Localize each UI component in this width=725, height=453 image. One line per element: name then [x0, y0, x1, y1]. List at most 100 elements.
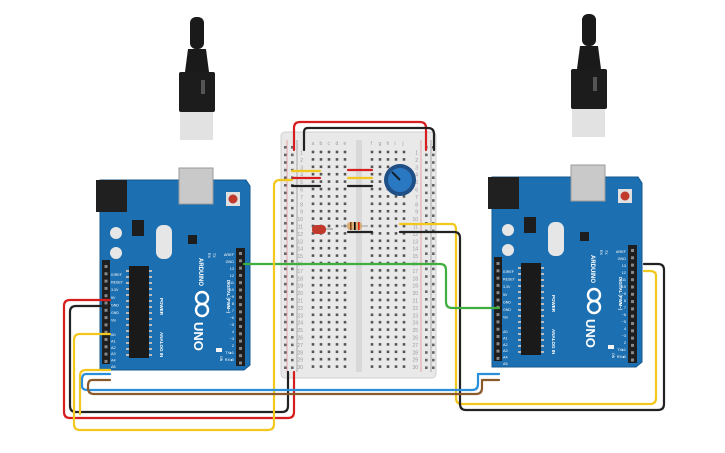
breadboard-hole — [402, 158, 406, 161]
digital-pin-label: AREF — [224, 253, 235, 257]
digital-pin-label: ~11 — [228, 281, 234, 285]
digital-pin-label: AREF — [616, 250, 627, 254]
digital-pin-label: ~3 — [230, 337, 234, 341]
rail-hole — [432, 336, 435, 339]
rx-label: RX — [599, 250, 603, 256]
breadboard-hole — [378, 150, 382, 154]
breadboard-hole — [319, 254, 323, 257]
breadboard-hole — [327, 335, 331, 339]
rail-hole — [432, 366, 435, 369]
chip-leg — [541, 333, 544, 335]
rail-hole — [284, 260, 287, 263]
breadboard-hole — [327, 165, 331, 169]
board-group: IOREFRESET3.3V5VGNDGNDVinA0A1A2A3A4A5ARE… — [96, 17, 251, 371]
chip-leg — [518, 345, 521, 347]
row-number: 24 — [297, 321, 303, 327]
breadboard-hole — [370, 298, 374, 302]
breadboard-hole — [378, 209, 382, 213]
brand-label: ARDUINO — [589, 255, 595, 283]
breadboard-hole — [319, 350, 323, 354]
rail-hole — [425, 214, 428, 217]
wire — [68, 304, 290, 414]
rail-hole — [432, 267, 435, 271]
breadboard-hole — [319, 328, 323, 331]
chip-leg — [149, 288, 152, 290]
breadboard-hole — [370, 187, 374, 191]
breadboard-hole — [327, 291, 331, 294]
wire — [398, 222, 658, 406]
breadboard-hole — [394, 306, 398, 309]
breadboard-center-channel — [356, 140, 362, 372]
row-number: 8 — [300, 202, 303, 208]
breadboard-hole — [327, 246, 331, 250]
rail-hole — [291, 191, 294, 195]
on-led — [216, 348, 222, 352]
header-pin — [496, 283, 500, 287]
power-pin-label: IOREF — [503, 270, 515, 274]
digital-pin-label: ~5 — [230, 323, 234, 327]
breadboard-hole — [311, 239, 315, 243]
breadboard-hole — [311, 232, 315, 235]
breadboard-hole — [370, 239, 374, 243]
header-pin — [496, 276, 500, 280]
tx-label: TX — [604, 250, 608, 255]
breadboard-hole — [343, 350, 347, 354]
breadboard-hole — [386, 291, 390, 294]
chip-leg — [126, 294, 129, 296]
header-pin — [104, 272, 108, 276]
chip-leg — [126, 336, 129, 338]
rail-hole — [284, 244, 287, 248]
crystal — [548, 222, 564, 256]
analog-pin-label: A4 — [111, 359, 116, 363]
breadboard-hole — [386, 276, 390, 280]
breadboard-hole — [402, 202, 406, 206]
digital-pin-label: 7 — [232, 309, 234, 313]
chip-leg — [518, 327, 521, 329]
breadboard-hole — [311, 158, 315, 161]
chip-leg — [126, 330, 129, 332]
breadboard-hole — [343, 328, 347, 331]
chip-leg — [518, 321, 521, 323]
chip-leg — [149, 324, 152, 326]
usb-cable-boot — [185, 49, 209, 72]
breadboard-hole — [319, 202, 323, 206]
breadboard-hole — [394, 224, 398, 228]
header-pin — [631, 292, 634, 296]
breadboard-hole — [386, 217, 390, 220]
header-pin — [104, 359, 108, 363]
breadboard-hole — [343, 357, 347, 361]
breadboard-hole — [402, 291, 406, 294]
power-pin-label: 3.3V — [503, 285, 511, 289]
breadboard-hole — [311, 150, 315, 154]
rail-hole — [284, 298, 287, 301]
breadboard-hole — [311, 291, 315, 294]
row-number: 26 — [297, 336, 303, 342]
breadboard-hole — [311, 335, 315, 339]
breadboard-hole — [386, 365, 390, 368]
row-number: 23 — [297, 313, 303, 319]
chip-leg — [541, 297, 544, 299]
row-number: 9 — [415, 210, 418, 216]
chip-leg — [541, 273, 544, 275]
breadboard-hole — [343, 254, 347, 257]
rail-hole — [425, 336, 428, 339]
breadboard-hole — [327, 224, 331, 228]
power-pin-label: Vin — [111, 319, 116, 323]
breadboard-hole — [370, 224, 374, 228]
chip-leg — [126, 270, 129, 272]
row-number: 22 — [297, 306, 303, 312]
digital-pin-label: 8 — [624, 299, 626, 303]
breadboard-hole — [319, 246, 323, 250]
breadboard-hole — [319, 209, 323, 213]
breadboard-hole — [394, 217, 398, 220]
rail-hole — [425, 351, 428, 354]
chip-leg — [518, 333, 521, 335]
breadboard-hole — [378, 165, 382, 169]
rail-hole — [432, 161, 435, 164]
analog-pin-label: A3 — [111, 352, 116, 356]
row-number: 8 — [415, 202, 418, 208]
breadboard-hole — [343, 335, 347, 339]
header-pin — [496, 320, 500, 324]
rail-hole — [291, 206, 294, 210]
breadboard-hole — [319, 217, 323, 220]
